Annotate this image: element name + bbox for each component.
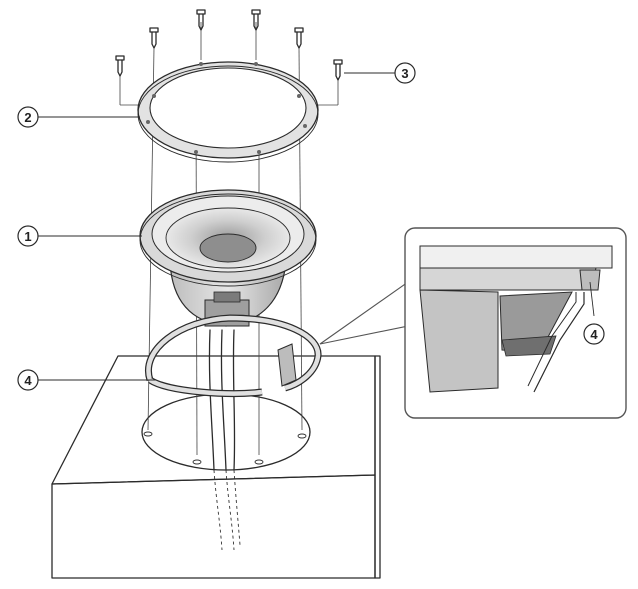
callout-gasket: 4 <box>583 323 605 345</box>
callout-gasket-lower: 4 <box>17 369 39 391</box>
callout-screw: 3 <box>394 62 416 84</box>
callout-number: 4 <box>24 373 32 388</box>
callout-number: 4 <box>590 327 598 342</box>
screw-icon <box>251 9 261 31</box>
screw-icon <box>294 27 304 49</box>
callout-number: 3 <box>401 66 408 81</box>
callout-ring: 2 <box>17 106 39 128</box>
speaker-woofer <box>139 189 317 327</box>
callout-leaders <box>38 72 395 381</box>
screw-icon <box>196 9 206 31</box>
enclosure-box <box>51 355 381 579</box>
screw-icon <box>115 55 125 77</box>
speaker-cable <box>208 329 241 551</box>
trim-ring <box>137 61 319 163</box>
hole-marks <box>143 431 307 465</box>
gasket <box>145 314 322 397</box>
callout-number: 1 <box>24 229 31 244</box>
inset-detail <box>319 227 627 419</box>
screw-icon <box>149 27 159 49</box>
callout-number: 2 <box>24 110 31 125</box>
screw-icon <box>333 59 343 81</box>
callout-speaker: 1 <box>17 225 39 247</box>
